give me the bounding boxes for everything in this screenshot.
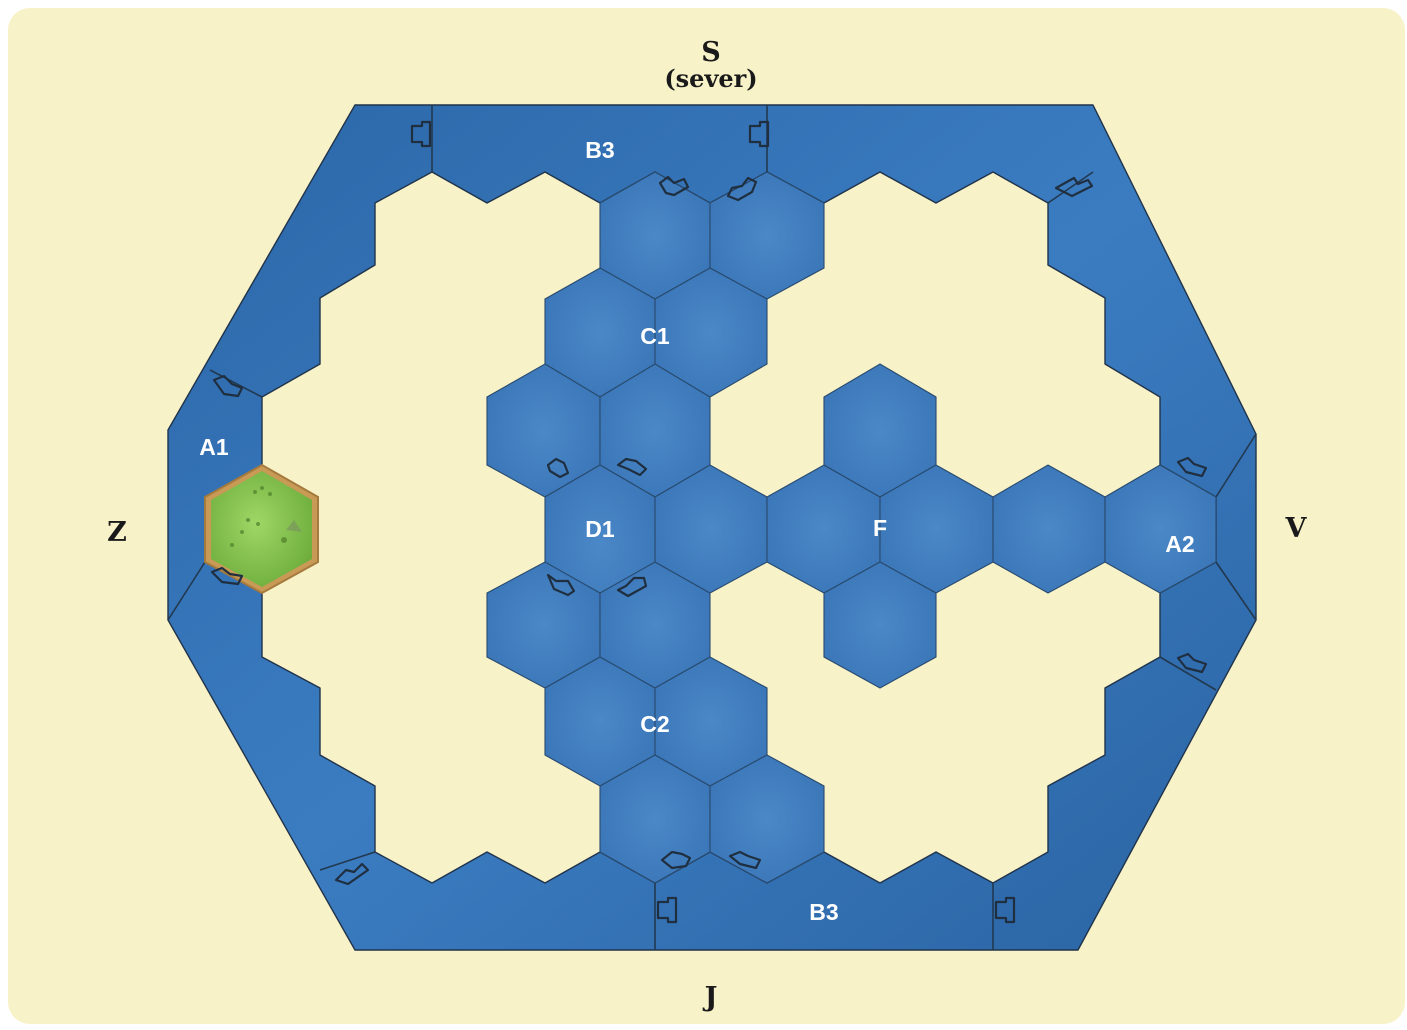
frame-clip-icon [1054, 176, 1094, 198]
compass-south-label: J [703, 982, 718, 1013]
tile-label-a2: A2 [1165, 531, 1194, 557]
tile-label-d1: D1 [585, 516, 615, 542]
sea-hex-group [486, 171, 1217, 884]
frame-clip-icon [210, 566, 244, 586]
sea-hex [992, 464, 1106, 594]
sea-hex [823, 561, 937, 689]
tile-label-c2: C2 [640, 711, 669, 737]
compass-north-sublabel: (sever) [664, 64, 757, 93]
frame-clip-icon [994, 896, 1016, 924]
tile-label-b3-top: B3 [585, 137, 614, 163]
tile-label-c1: C1 [640, 323, 670, 349]
compass-north-label: S [701, 37, 721, 68]
frame-clip-icon [726, 176, 758, 202]
tile-label-b3-bottom: B3 [809, 899, 838, 925]
tile-label-f: F [873, 515, 887, 541]
frame-clip-icons [210, 120, 1208, 924]
frame-seams [167, 105, 1257, 950]
frame-clip-icon [546, 457, 570, 479]
sea-hex [1104, 464, 1217, 594]
compass-west-label: Z [107, 517, 127, 548]
frame-clip-icon [212, 374, 244, 398]
compass-east-label: V [1285, 513, 1308, 544]
frame-clip-icon [1176, 652, 1208, 674]
frame-clip-icon [616, 457, 648, 477]
sea-hex [709, 754, 825, 884]
frame-clip-icon [546, 573, 576, 597]
frame-clip-icon [410, 120, 432, 148]
frame-clip-icon [1176, 456, 1208, 478]
frame-clip-icon [660, 850, 692, 870]
tile-label-a1: A1 [199, 434, 229, 460]
frame-clip-icon [616, 576, 648, 598]
frame-clip-icon [748, 120, 770, 148]
frame-clip-icon [656, 896, 678, 924]
grass-island-hex [204, 463, 319, 595]
frame-clip-icon [728, 850, 762, 870]
frame-clip-icon [334, 862, 370, 886]
frame-clip-icon [658, 175, 690, 197]
